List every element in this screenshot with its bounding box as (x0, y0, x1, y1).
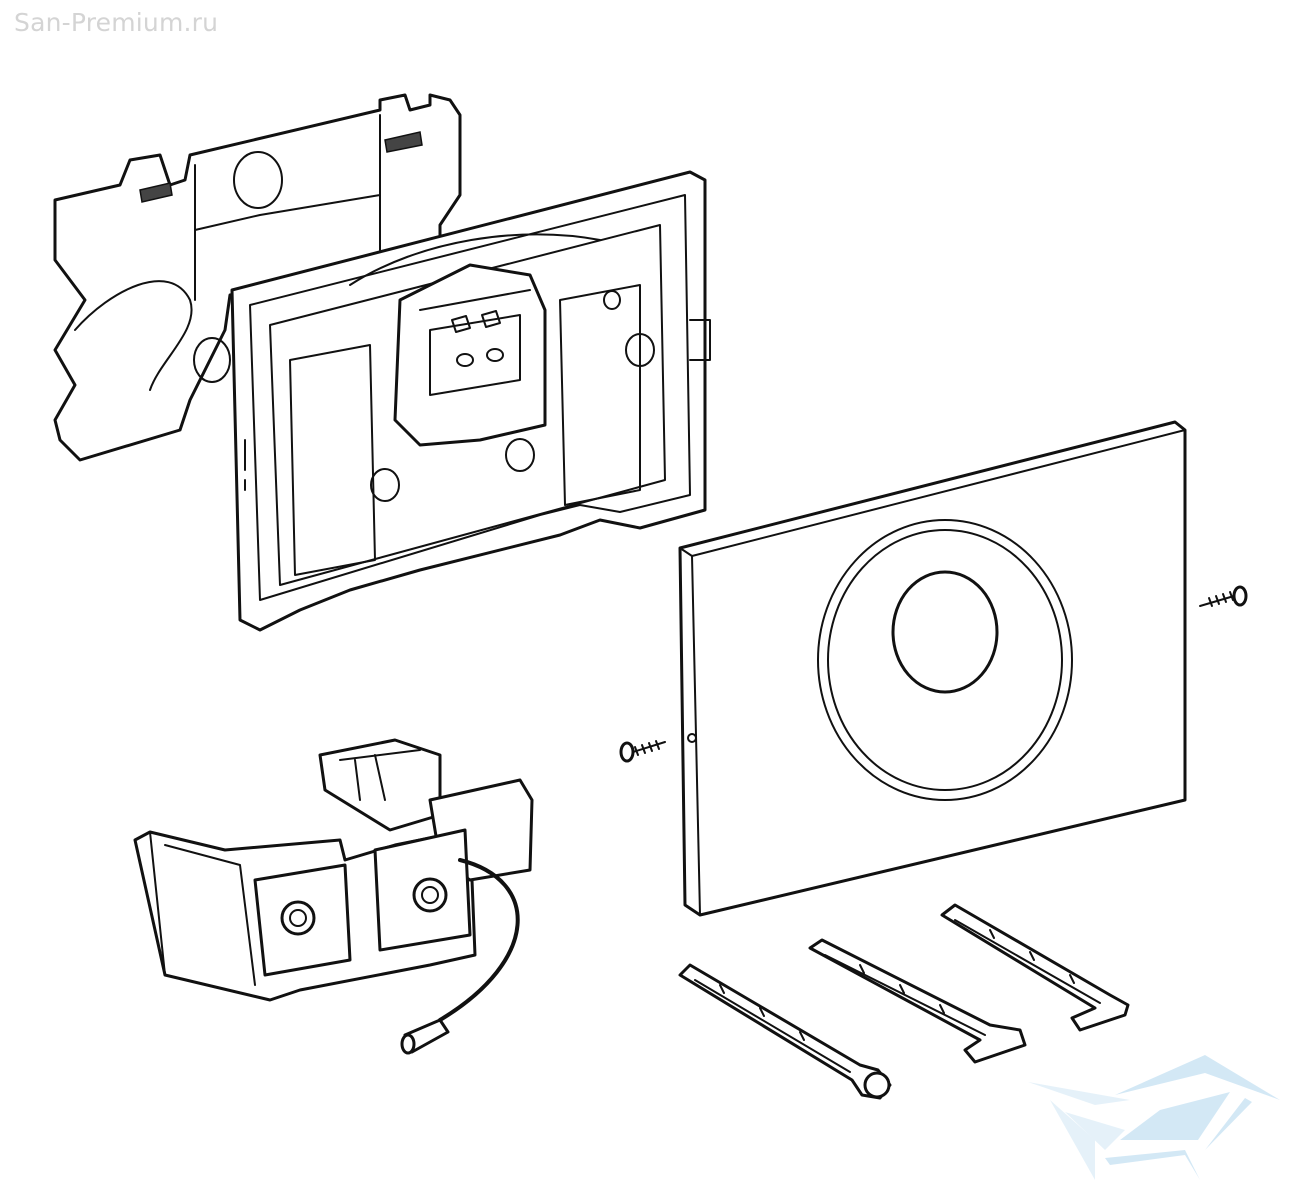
cover-plate (678, 420, 1187, 917)
actuator-rod-1 (678, 963, 892, 1100)
electronic-control-module (133, 738, 534, 1002)
screw-right (1199, 585, 1248, 607)
sensor-ring-outer (817, 519, 1073, 801)
mounting-frame (230, 170, 711, 632)
rear-support-frame (53, 93, 462, 462)
actuator-rod-2 (808, 938, 1027, 1064)
watermark-logo (1028, 1055, 1280, 1180)
sensor-cable (400, 858, 520, 1055)
sensor-window (891, 570, 999, 694)
screw-left (619, 740, 666, 763)
actuator-rod-3 (940, 903, 1130, 1032)
watermark-text: San-Premium.ru (14, 8, 219, 37)
